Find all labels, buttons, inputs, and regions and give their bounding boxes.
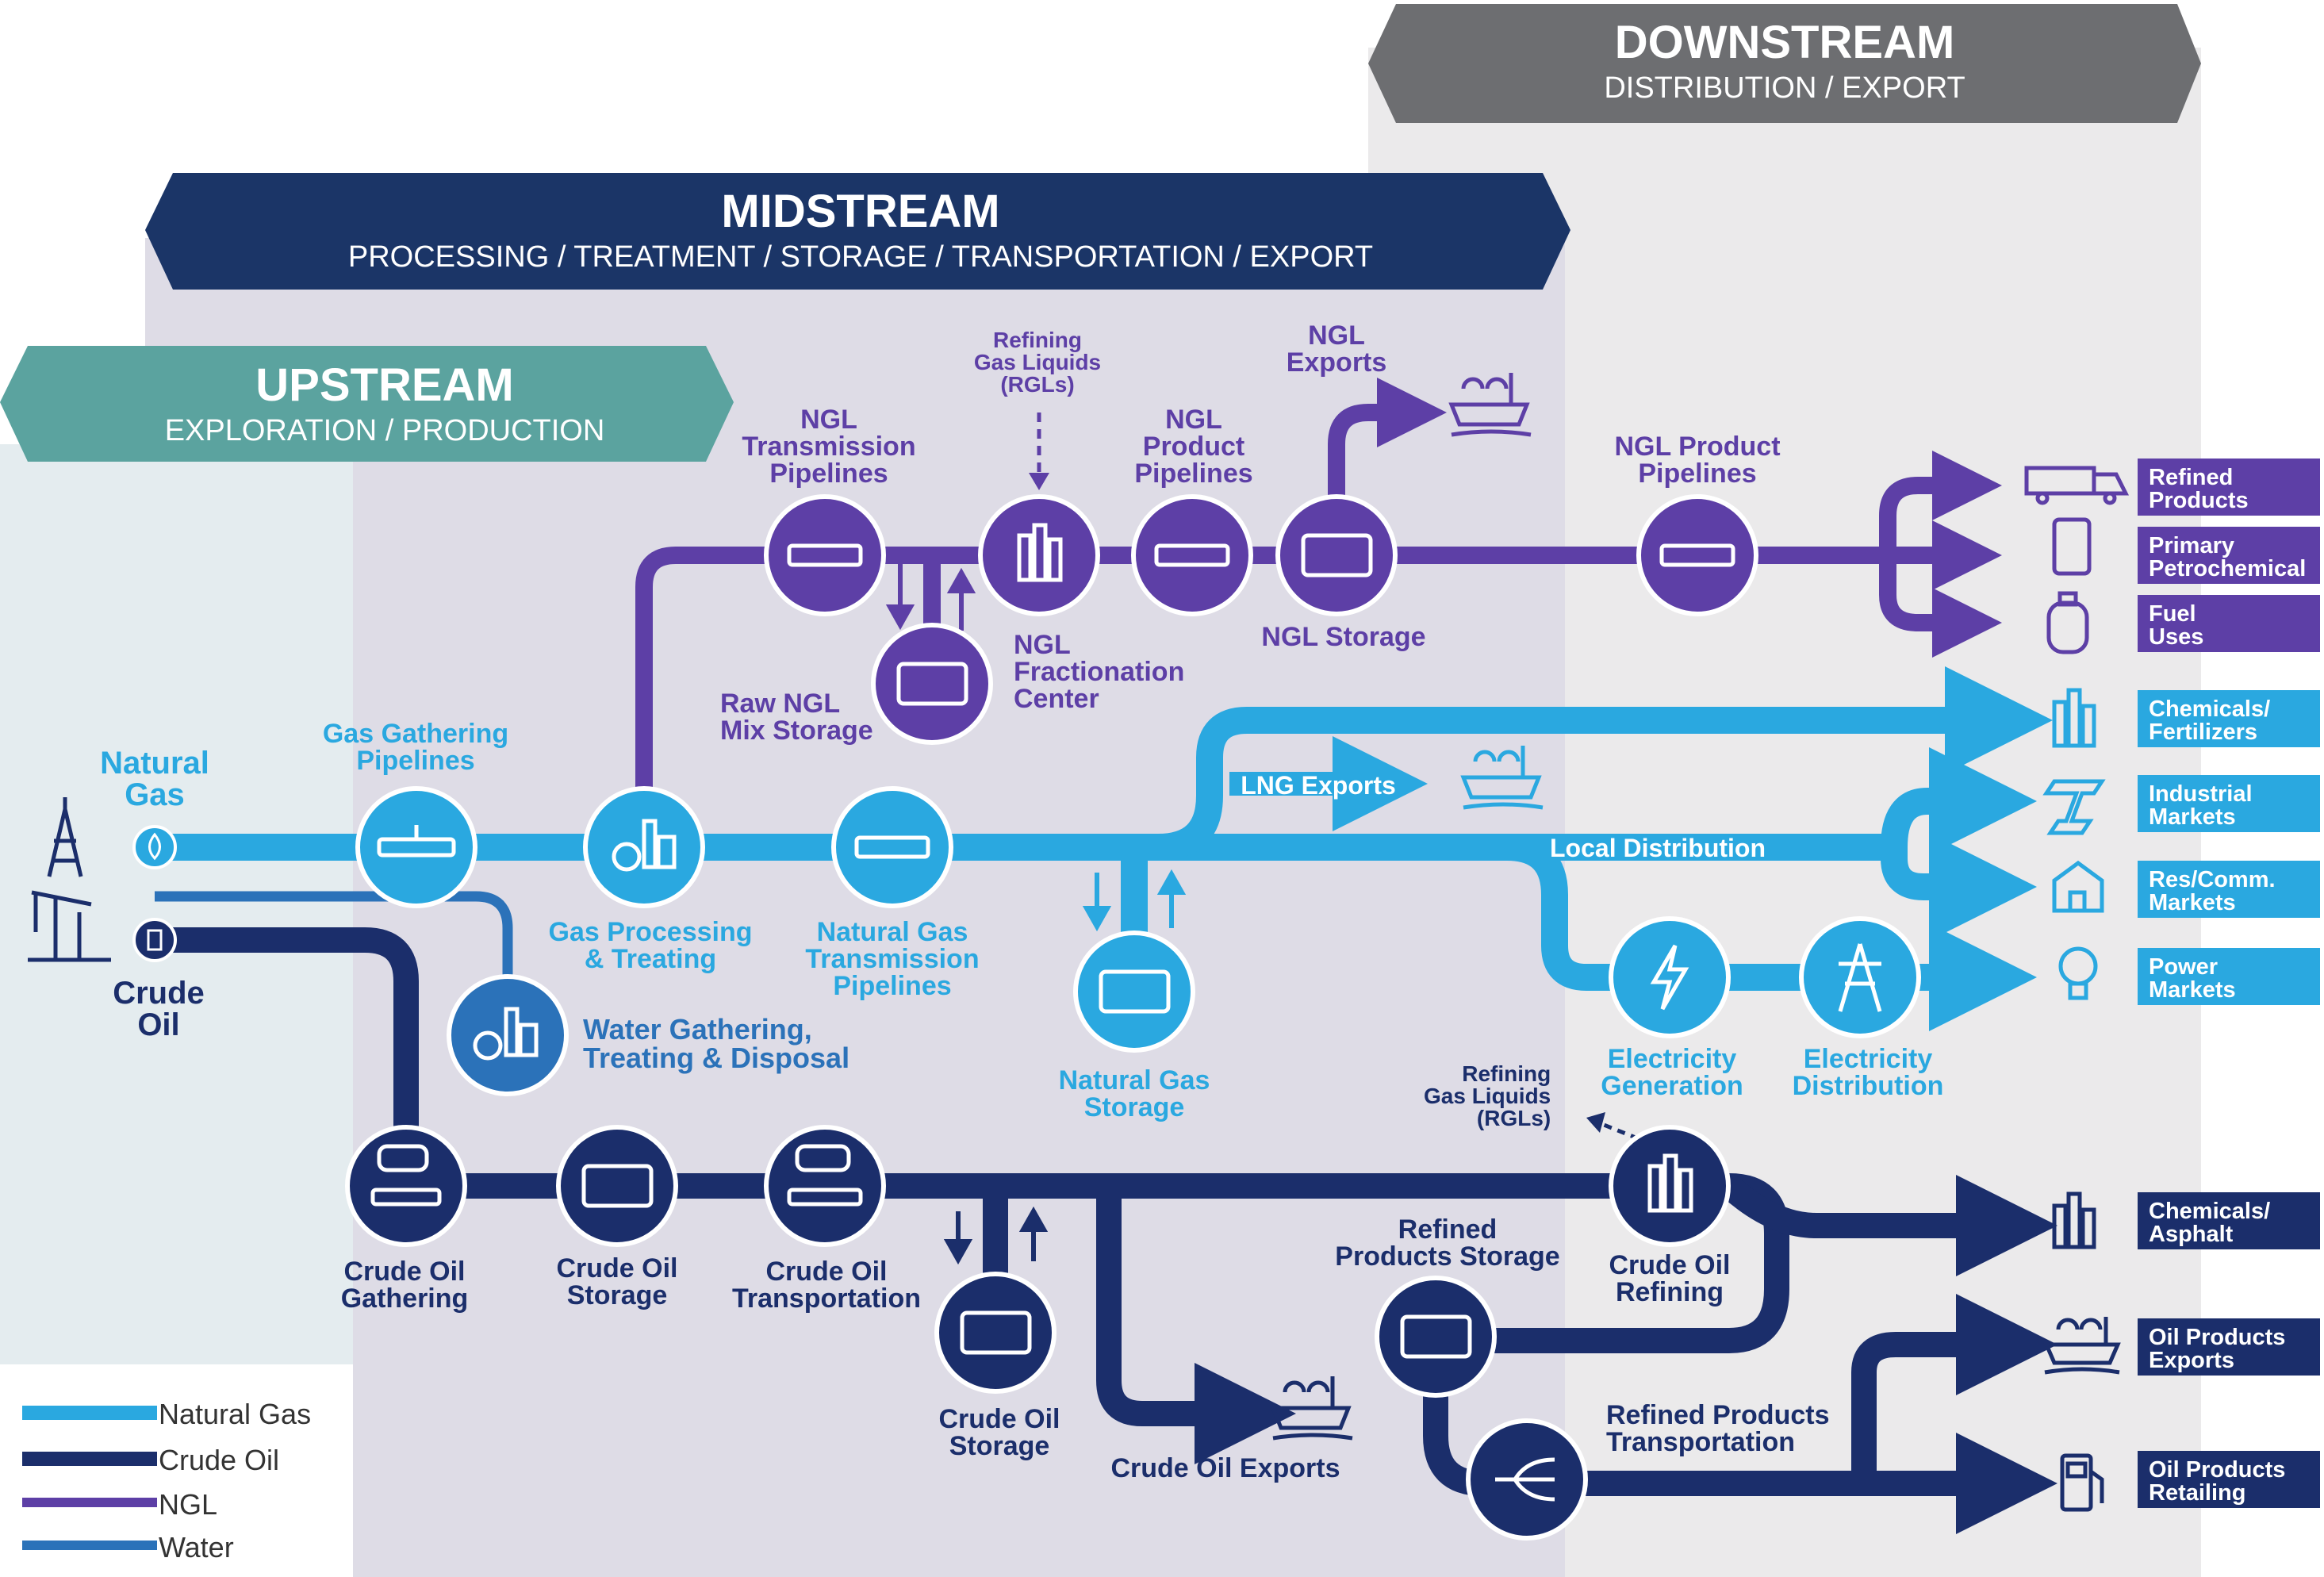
ngl-transmission-label: NGL Transmission Pipelines: [742, 405, 916, 489]
ngl-product-pipelines-right-label: NGL Product Pipelines: [1614, 432, 1781, 489]
crude-gathering-node: [345, 1125, 467, 1247]
water-pipe: [155, 891, 513, 976]
elec-generation-node: [1609, 916, 1731, 1038]
phone-icon: [2052, 517, 2092, 576]
ngl-storage-label: NGL Storage: [1261, 622, 1426, 652]
upstream-zone: [0, 444, 353, 1372]
market-industrial: Industrial Markets: [2138, 775, 2320, 832]
market-refined-products: Refined Products: [2138, 459, 2320, 516]
house-icon: [2052, 860, 2104, 913]
gas-transmission-node: [831, 786, 953, 908]
gas-pipes: [155, 666, 2053, 1031]
elec-generation-label: Electricity Generation: [1601, 1044, 1743, 1101]
raw-ngl-mix-storage-node: [871, 623, 993, 745]
steel-beam-icon: [2042, 779, 2106, 835]
legend-swatch-natural-gas: [22, 1406, 157, 1420]
market-res-comm: Res/Comm. Markets: [2138, 861, 2320, 918]
propane-tank-icon: [2046, 591, 2089, 654]
water-gathering-node: [447, 974, 569, 1096]
lng-export-ship-icon: [1460, 746, 1544, 810]
market-oil-products-exports: Oil Products Exports: [2138, 1318, 2320, 1376]
market-primary-petrochemical: Primary Petrochemical: [2138, 527, 2320, 584]
lng-exports-label: LNG Exports: [1241, 771, 1396, 800]
ngl-pipes: [635, 378, 2002, 793]
refined-storage-label: Refined Products Storage: [1335, 1214, 1560, 1272]
ngl-fractionation-label: NGL Fractionation Center: [1014, 630, 1185, 714]
elec-distribution-label: Electricity Distribution: [1792, 1044, 1944, 1101]
oil-source-icon: [132, 918, 177, 962]
pumpjack-icon: [28, 890, 111, 962]
ngl-fractionation-node: [978, 494, 1100, 616]
ngl-exports-label: NGL Exports: [1286, 320, 1387, 378]
legend-label-natural-gas: Natural Gas: [159, 1398, 312, 1430]
upstream-banner: [0, 346, 734, 462]
truck-icon: [2024, 466, 2130, 505]
downstream-title: DOWNSTREAM: [1614, 17, 1955, 68]
fuel-pump-icon: [2060, 1453, 2104, 1512]
crude-transportation-label: Crude Oil Transportation: [731, 1257, 922, 1314]
gas-storage-label: Natural Gas Storage: [1058, 1065, 1210, 1122]
ngl-product-pipeline-right-node: [1636, 494, 1758, 616]
midstream-title: MIDSTREAM: [721, 186, 1000, 237]
crude-refining-label: Crude Oil Refining: [1609, 1250, 1731, 1307]
gas-storage-node: [1073, 930, 1195, 1053]
market-chemicals-fertilizers: Chemicals/ Fertilizers: [2138, 690, 2320, 747]
crude-storage-label: Crude Oil Storage: [556, 1253, 678, 1310]
market-fuel-uses: Fuel Uses: [2138, 595, 2320, 652]
crude-export-ship-icon: [1270, 1376, 1353, 1441]
oil-rgl-label: Refining Gas Liquids (RGLs): [1424, 1061, 1551, 1130]
ngl-product-pipeline-node: [1131, 494, 1253, 616]
refined-storage-node: [1375, 1276, 1497, 1398]
legend-swatch-ngl: [22, 1498, 157, 1507]
crude-transportation-node: [764, 1125, 886, 1247]
gas-gathering-node: [355, 786, 477, 908]
legend-label-crude-oil: Crude Oil: [159, 1444, 280, 1476]
downstream-banner: [1368, 4, 2201, 123]
gas-processing-label: Gas Processing & Treating: [548, 917, 753, 974]
crude-oil-source-label: Crude Oil: [113, 976, 205, 1042]
gas-gathering-label: Gas Gathering Pipelines: [322, 719, 509, 776]
crude-storage-mid-label: Crude Oil Storage: [938, 1404, 1060, 1461]
gas-transmission-label: Natural Gas Transmission Pipelines: [805, 917, 980, 1001]
crude-exports-label: Crude Oil Exports: [1110, 1453, 1340, 1483]
asphalt-plant-icon: [2052, 1191, 2096, 1249]
crude-storage-mid-node: [934, 1272, 1057, 1394]
midstream-banner: [145, 173, 1570, 290]
gas-source-icon: [132, 825, 177, 869]
ngl-product-pipelines-label: NGL Product Pipelines: [1134, 405, 1253, 489]
market-oil-products-retailing: Oil Products Retailing: [2138, 1451, 2320, 1508]
upstream-subtitle: EXPLORATION / PRODUCTION: [164, 414, 605, 447]
ngl-export-ship-icon: [1448, 373, 1532, 437]
crude-gathering-label: Crude Oil Gathering: [340, 1257, 469, 1314]
crude-refining-node: [1609, 1125, 1731, 1247]
market-power: Power Markets: [2138, 948, 2320, 1005]
midstream-subtitle: PROCESSING / TREATMENT / STORAGE / TRANS…: [347, 240, 1374, 274]
crude-storage-node: [556, 1125, 678, 1247]
legend-label-water: Water: [159, 1531, 234, 1564]
ngl-rgl-label: Refining Gas Liquids (RGLs): [973, 328, 1102, 397]
legend-swatch-crude-oil: [22, 1452, 157, 1466]
refined-transport-label: Refined Products Transportation: [1606, 1400, 1830, 1457]
market-chemicals-asphalt: Chemicals/ Asphalt: [2138, 1192, 2320, 1249]
natural-gas-source-label: Natural Gas: [100, 746, 209, 812]
water-gathering-label: Water Gathering, Treating & Disposal: [583, 1013, 850, 1074]
gas-processing-node: [583, 786, 705, 908]
legend-swatch-water: [22, 1541, 157, 1550]
oil-export-ship-icon: [2043, 1317, 2121, 1375]
raw-ngl-mix-label: Raw NGL Mix Storage: [720, 689, 873, 746]
lightbulb-icon: [2058, 946, 2098, 1000]
derrick-icon: [47, 797, 83, 877]
downstream-subtitle: DISTRIBUTION / EXPORT: [1604, 71, 1965, 105]
oil-pipes: [155, 927, 2057, 1534]
ngl-storage-node: [1275, 494, 1398, 616]
local-distribution-label: Local Distribution: [1550, 834, 1766, 862]
ngl-transmission-node: [764, 494, 886, 616]
chemicals-plant-icon: [2052, 688, 2096, 748]
elec-distribution-node: [1799, 916, 1921, 1038]
legend-label-ngl: NGL: [159, 1488, 218, 1521]
upstream-title: UPSTREAM: [255, 359, 514, 411]
refined-transport-node: [1466, 1418, 1588, 1541]
